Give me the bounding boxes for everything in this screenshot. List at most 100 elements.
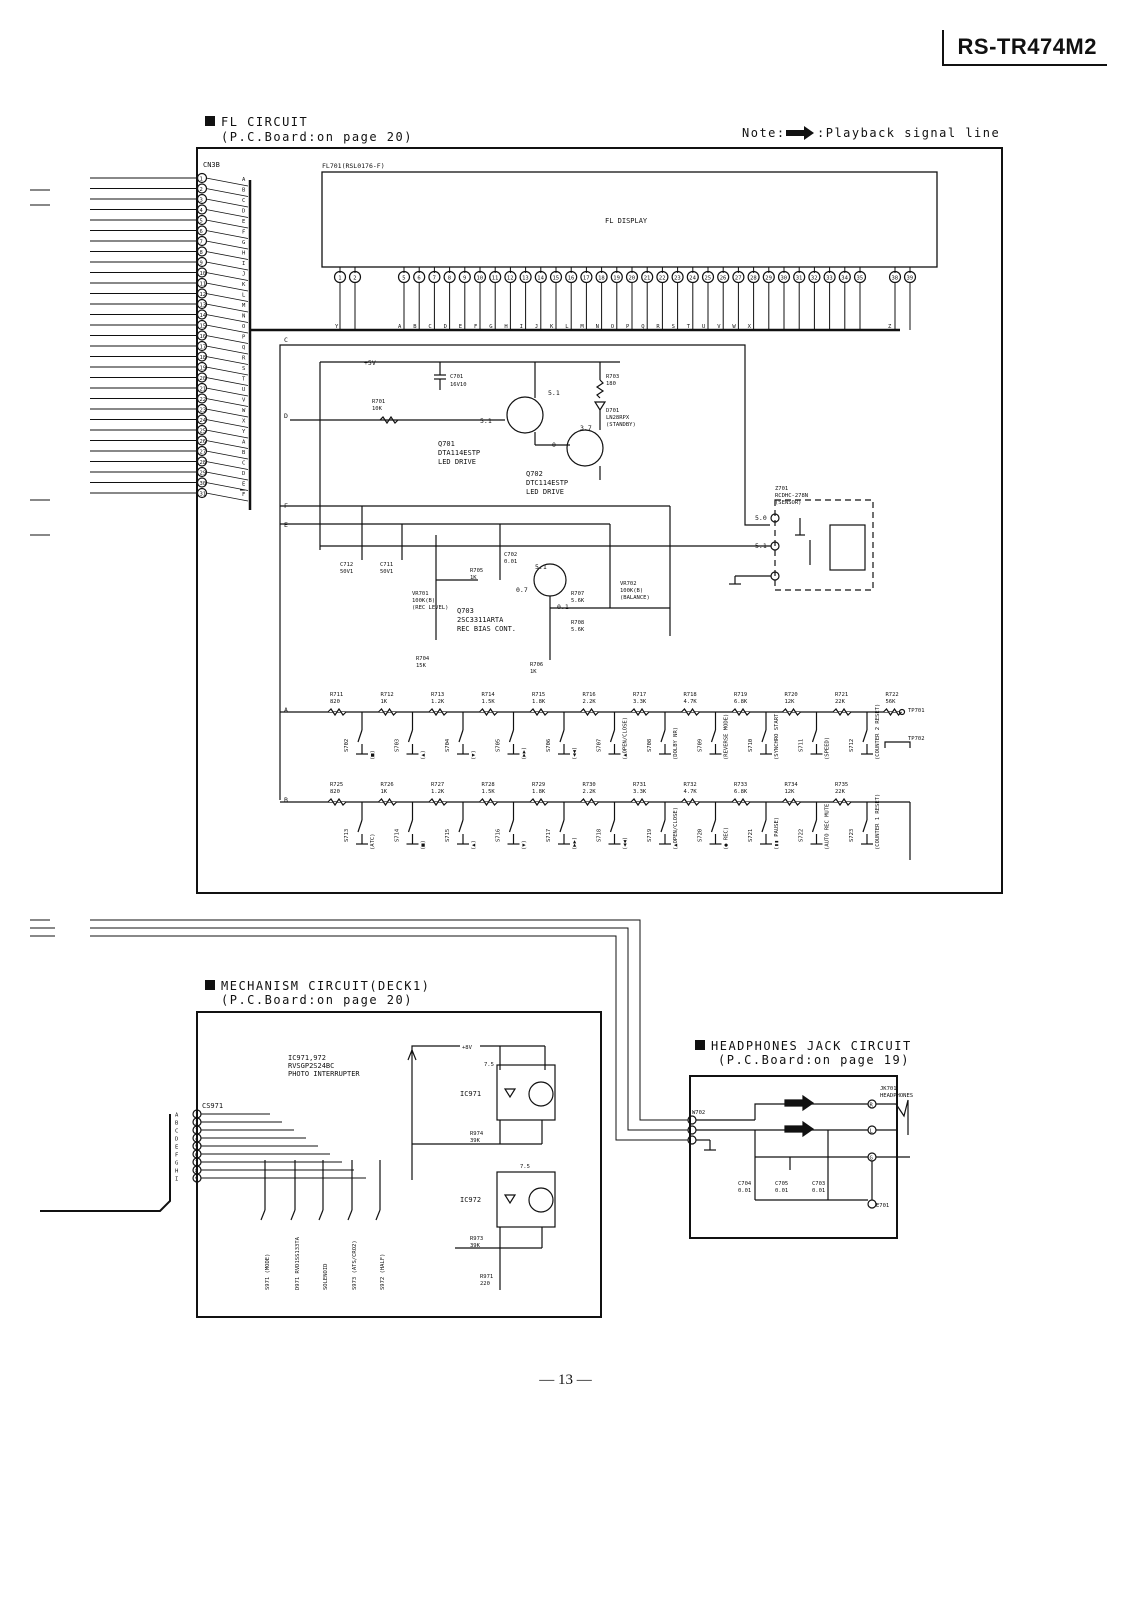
- cs971-label: CS971: [202, 1102, 223, 1110]
- resistor-ref: R729: [532, 782, 545, 788]
- switch-function: (COUNTER 1 RESET): [875, 794, 881, 850]
- resistor-symbol: [378, 797, 397, 807]
- fl-circuit-border: [196, 147, 1003, 894]
- cn3b-pin-number: 14: [200, 313, 207, 319]
- display-pin-number: 34: [841, 276, 848, 282]
- resistor-value: 12K: [785, 699, 796, 705]
- bus-letter: D: [444, 324, 447, 330]
- cs971-pin-number: 3: [195, 1129, 198, 1135]
- switch-function: (▲OPEN/CLOSE): [673, 807, 679, 850]
- fl-circuit-title: FL CIRCUIT: [221, 115, 308, 129]
- cn3b-pin-letter: V: [242, 398, 246, 404]
- mechanism-title: MECHANISM CIRCUIT(DECK1): [221, 979, 430, 993]
- resistor-ref: R728: [482, 782, 495, 788]
- resistor-value: 1.2K: [431, 699, 445, 705]
- bus-letter: C: [428, 324, 431, 330]
- switch-symbol: [458, 729, 464, 743]
- switch-function: (■): [370, 750, 376, 760]
- switch-symbol: [660, 729, 666, 743]
- cn3b-pin-letter: Y: [242, 429, 246, 435]
- cn3b-pin-letter: X: [242, 419, 246, 425]
- headphones-section-letter: J: [698, 1042, 703, 1051]
- display-pin-number: 15: [553, 276, 560, 282]
- resistor-ref: R711: [330, 692, 343, 698]
- cn3b-pin-number: 16: [200, 334, 207, 340]
- display-pin: [504, 270, 517, 284]
- voltage-value: 5.1: [548, 389, 560, 397]
- incoming-harness-lines: [30, 189, 50, 536]
- cn3b-pin-number: 30: [200, 481, 207, 487]
- switch-function: (◀◀): [623, 837, 629, 850]
- display-pin-number: 33: [826, 276, 833, 282]
- resistor-symbol: [782, 707, 801, 717]
- cn3b-pin-number: 15: [200, 324, 207, 330]
- voltage-value: 0: [552, 441, 556, 449]
- display-pin: [333, 270, 347, 284]
- switch-ref: S715: [445, 829, 451, 842]
- switch-ref: S720: [698, 829, 704, 842]
- switch-symbol: [458, 819, 464, 833]
- cs971-pin-letter: I: [175, 1177, 178, 1183]
- bus-letter: V: [717, 324, 721, 330]
- display-pin-number: 18: [598, 276, 605, 282]
- cn3b-pin-number: 19: [200, 366, 207, 372]
- voltage-value: 7.5: [484, 1062, 494, 1068]
- resistor-value: 1K: [381, 699, 388, 705]
- cn3b-pin-letter: B: [242, 450, 246, 456]
- resistor-symbol: [479, 797, 498, 807]
- switch-ref: S714: [395, 828, 401, 842]
- svg-text:A: A: [284, 706, 288, 714]
- cn3b-pin-number: 11: [200, 282, 207, 288]
- ic972-body: [496, 1171, 556, 1228]
- switch-function: (▼): [522, 840, 528, 850]
- display-pin: [610, 270, 623, 284]
- supply-8v: +8V: [462, 1045, 473, 1051]
- cn3b-pin-number: 3: [200, 198, 203, 204]
- cn3b-pin-number: 18: [200, 355, 207, 361]
- page-number: — 13 —: [539, 1372, 592, 1388]
- cn3b-pin-number: 9: [200, 261, 203, 267]
- switch-symbol: [862, 729, 868, 743]
- display-pin: [641, 270, 654, 284]
- display-pin-number: 22: [659, 276, 666, 282]
- power-section: C D F E A B +5V: [279, 336, 770, 804]
- display-pin-number: 1: [338, 276, 341, 282]
- resistor-symbol: [832, 797, 852, 807]
- display-pin-number: 35: [857, 276, 864, 282]
- cn3b-pin-number: 4: [200, 208, 204, 214]
- switch-row-b: R725820R7261KR7271.2KR7281.5KR7291.8KR73…: [280, 782, 911, 860]
- switch-symbol: [508, 729, 515, 743]
- resistor-ref: R714: [482, 692, 496, 698]
- display-pin-number: 23: [674, 276, 681, 282]
- jack-icon: [876, 1099, 909, 1135]
- tp702-symbol: [884, 741, 911, 748]
- resistor-symbol: [580, 797, 599, 807]
- cn3b-pin-letter: Q: [242, 345, 245, 351]
- switch-ref: S703: [395, 739, 401, 752]
- resistor-value: 4.7K: [684, 789, 698, 795]
- mechanism-component-label: S971 (MODE): [265, 1254, 271, 1290]
- switch-ref: S718: [597, 829, 603, 842]
- bus-letter: R: [656, 324, 660, 330]
- switch-symbol: [761, 729, 767, 743]
- voltage-value: 7.5: [520, 1164, 530, 1170]
- display-pin-number: 17: [583, 276, 590, 282]
- display-pin: [671, 270, 684, 284]
- display-pin-number: 29: [765, 276, 772, 282]
- display-pin: [473, 270, 487, 284]
- bus-letter: W: [732, 324, 736, 330]
- cn3b-pin-letter: J: [242, 272, 245, 278]
- switch-function: (▶▶): [522, 747, 528, 760]
- playback-arrow-l-icon: [784, 1120, 815, 1138]
- tp702-label: TP702: [908, 736, 925, 742]
- switch-ref: S716: [496, 829, 502, 842]
